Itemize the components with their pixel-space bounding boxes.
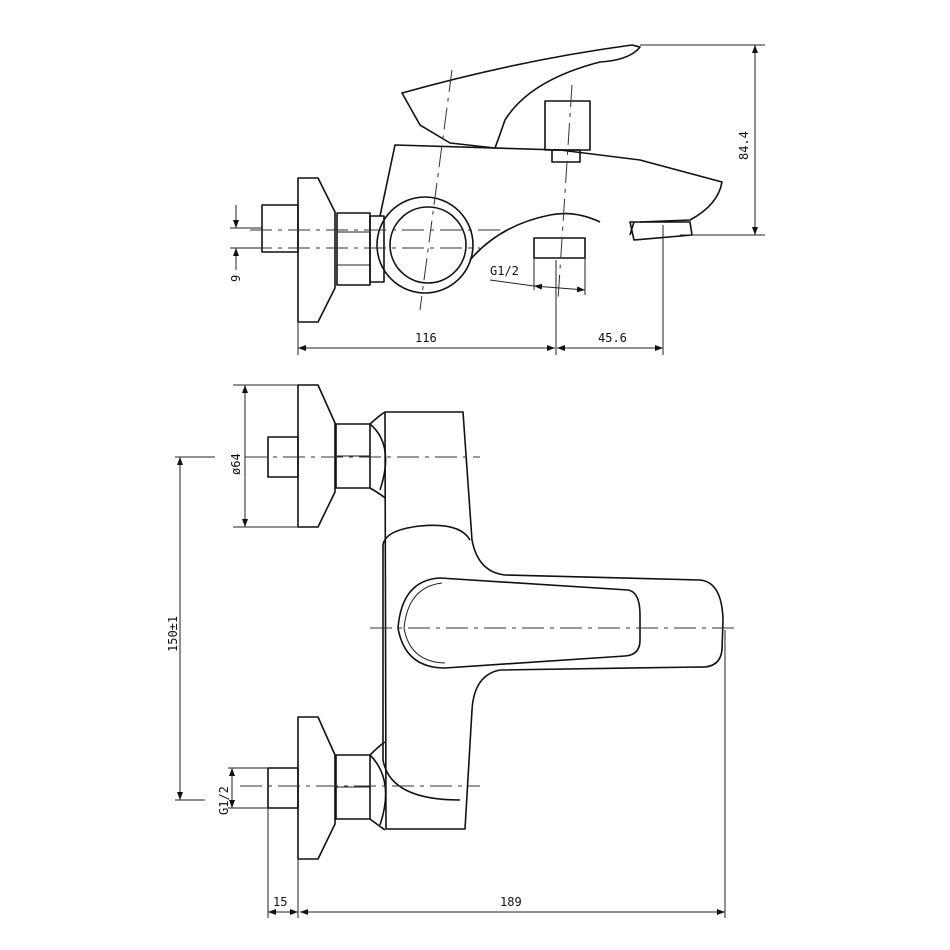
side-view: 84.4 9 G1/2 116 45.6 <box>229 44 765 355</box>
lower-inlet-stub <box>267 767 299 809</box>
lever-handle <box>401 44 641 149</box>
lever-top-view <box>397 577 641 669</box>
hex-nut <box>336 212 371 286</box>
bath-outlet <box>533 237 586 259</box>
lower-flange <box>297 716 336 860</box>
total-depth-label: 189 <box>500 895 522 909</box>
upper-flange <box>297 384 336 528</box>
connector <box>369 215 385 283</box>
height-label: 84.4 <box>737 131 751 160</box>
inlet-spacing-label: 150±1 <box>166 616 180 652</box>
wall-flange <box>297 177 336 323</box>
outlet-thread-label: G1/2 <box>490 264 519 278</box>
mixer-body <box>384 411 724 830</box>
diverter-knob <box>389 206 467 284</box>
spout-aerator <box>629 221 693 241</box>
diverter-button <box>544 100 591 151</box>
stub-length-label: 15 <box>273 895 287 909</box>
flange-diameter-label: ø64 <box>229 453 243 475</box>
offset-label: 9 <box>229 275 243 282</box>
body-outline <box>379 144 723 261</box>
length-label: 116 <box>415 331 437 345</box>
front-view: ø64 150±1 G1/2 15 189 <box>166 384 740 918</box>
spout-offset-label: 45.6 <box>598 331 627 345</box>
diverter-ring <box>376 196 474 294</box>
body-contour <box>382 524 471 801</box>
inlet-stub <box>261 204 299 253</box>
inlet-thread-label: G1/2 <box>217 786 231 815</box>
